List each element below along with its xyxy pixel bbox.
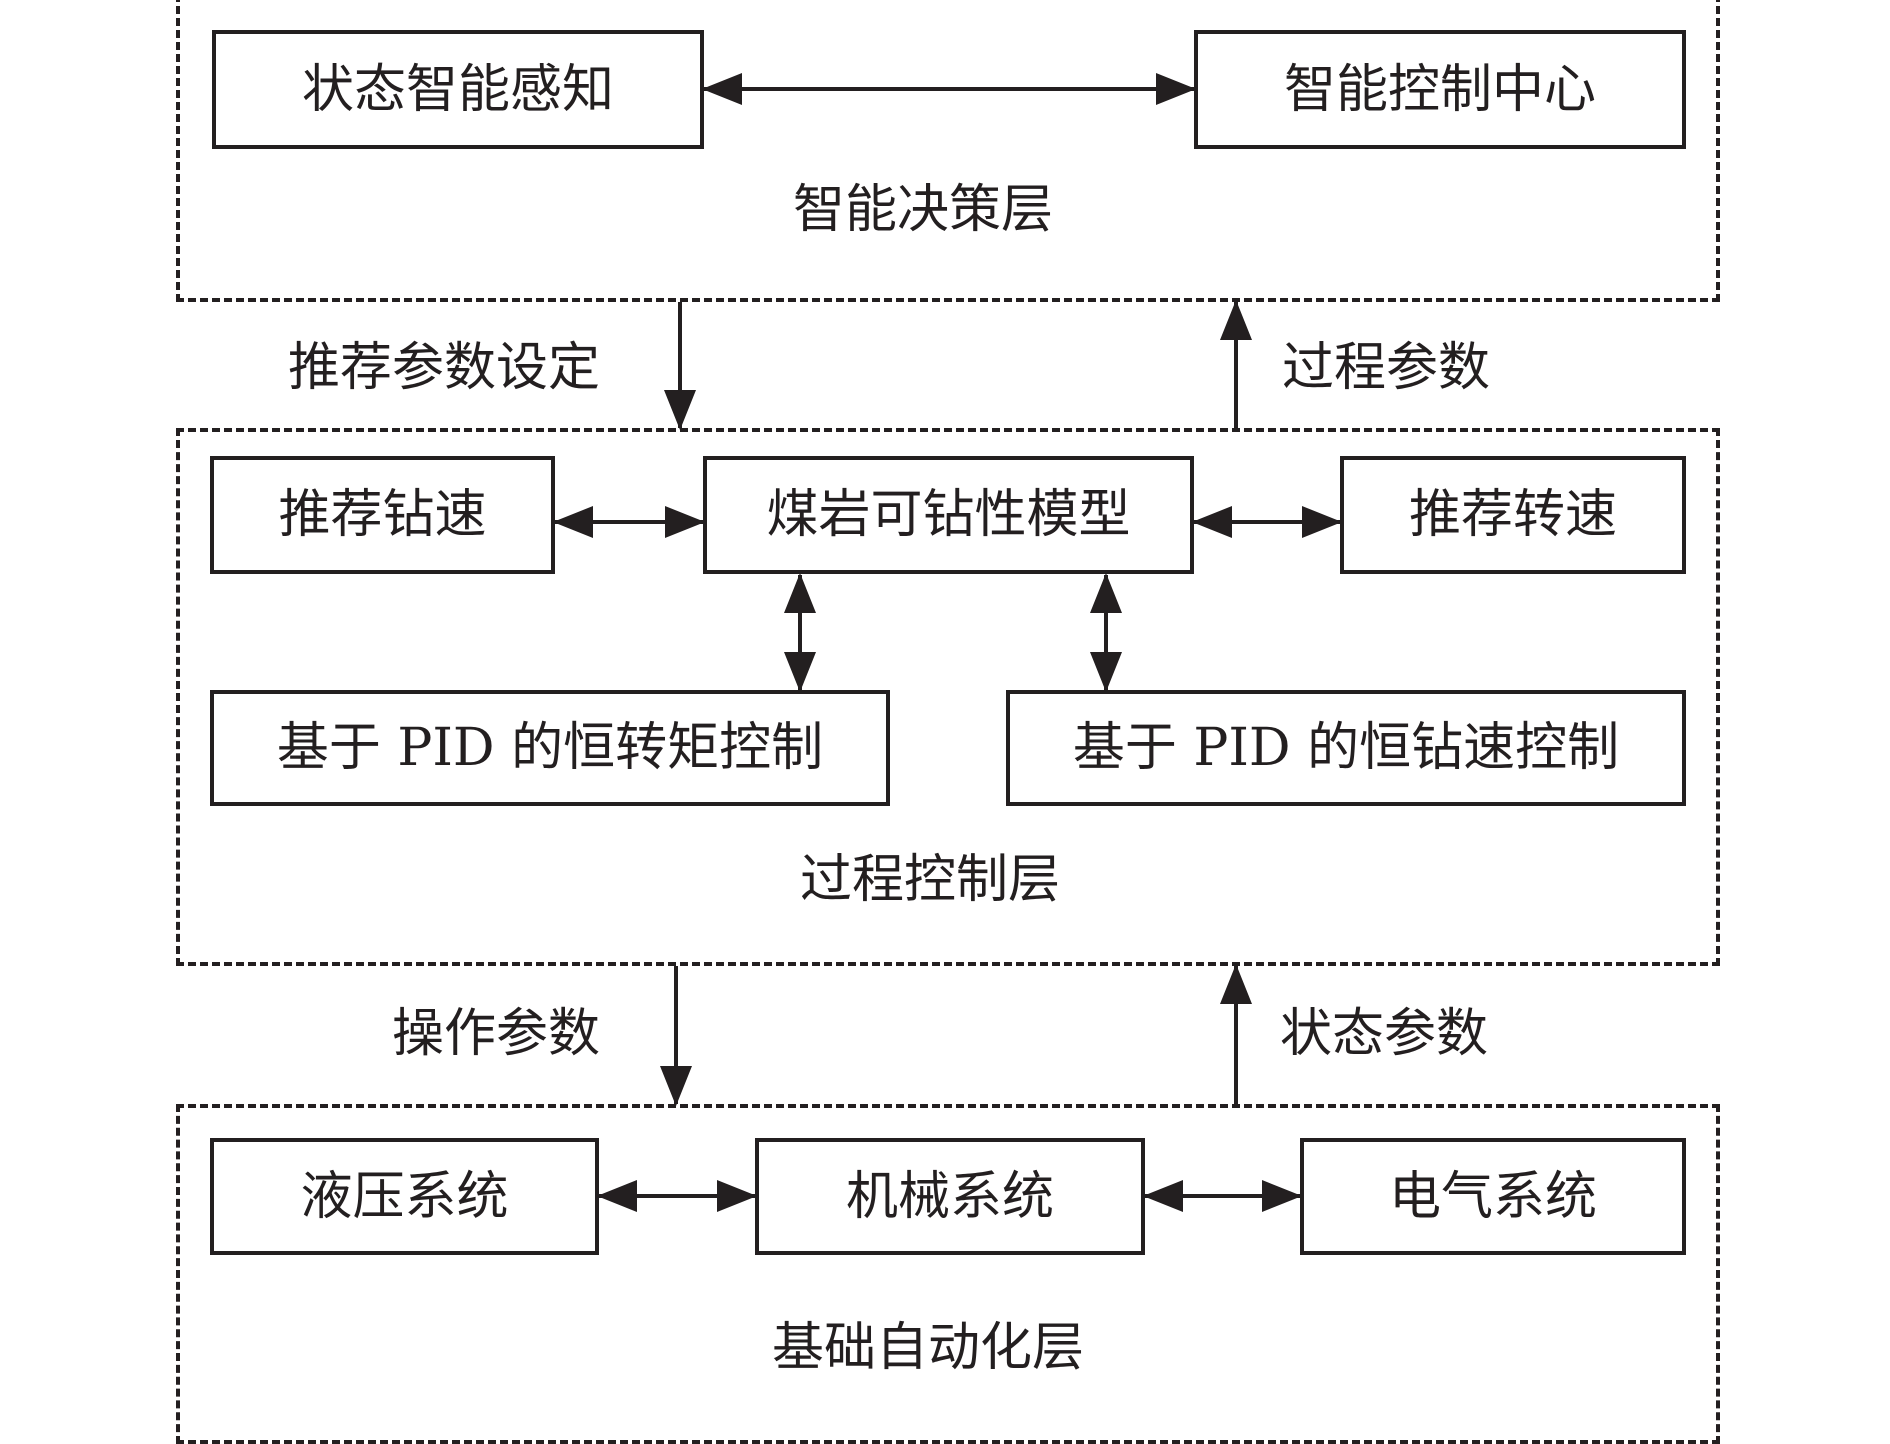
drillability-model-label: 煤岩可钻性模型: [766, 485, 1131, 545]
pid-constant-drill-speed-label: 基于 PID 的恒钻速控制: [1072, 718, 1620, 778]
control-center-box: 智能控制中心: [1194, 30, 1686, 149]
mechanical-system-label: 机械系统: [845, 1166, 1054, 1227]
operation-params-label: 操作参数: [392, 1004, 601, 1064]
recommend-drill-speed-box: 推荐钻速: [210, 456, 555, 574]
decision-layer: [176, 0, 1720, 302]
recommend-rotation-speed-box: 推荐转速: [1340, 456, 1686, 574]
process-control-layer: [176, 428, 1720, 966]
process-params-label: 过程参数: [1282, 338, 1491, 398]
automation-layer-title: 基础自动化层: [772, 1318, 1085, 1378]
drillability-model-box: 煤岩可钻性模型: [703, 456, 1194, 574]
mechanical-system-box: 机械系统: [755, 1138, 1145, 1255]
electrical-system-box: 电气系统: [1300, 1138, 1686, 1255]
decision-layer-title: 智能决策层: [793, 180, 1054, 240]
recommend-drill-speed-label: 推荐钻速: [278, 485, 487, 545]
pid-constant-drill-speed-box: 基于 PID 的恒钻速控制: [1006, 690, 1686, 806]
control-center-label: 智能控制中心: [1283, 59, 1596, 120]
state-perception-label: 状态智能感知: [301, 59, 614, 120]
recommend-rotation-speed-label: 推荐转速: [1408, 485, 1617, 545]
pid-constant-torque-label: 基于 PID 的恒转矩控制: [276, 718, 824, 778]
hydraulic-system-box: 液压系统: [210, 1138, 599, 1255]
hydraulic-system-label: 液压系统: [300, 1166, 509, 1227]
recommended-params-label: 推荐参数设定: [288, 338, 601, 398]
pid-constant-torque-box: 基于 PID 的恒转矩控制: [210, 690, 890, 806]
process-layer-title: 过程控制层: [800, 850, 1061, 910]
state-params-label: 状态参数: [1280, 1004, 1489, 1064]
state-perception-box: 状态智能感知: [212, 30, 704, 149]
electrical-system-label: 电气系统: [1388, 1166, 1597, 1227]
